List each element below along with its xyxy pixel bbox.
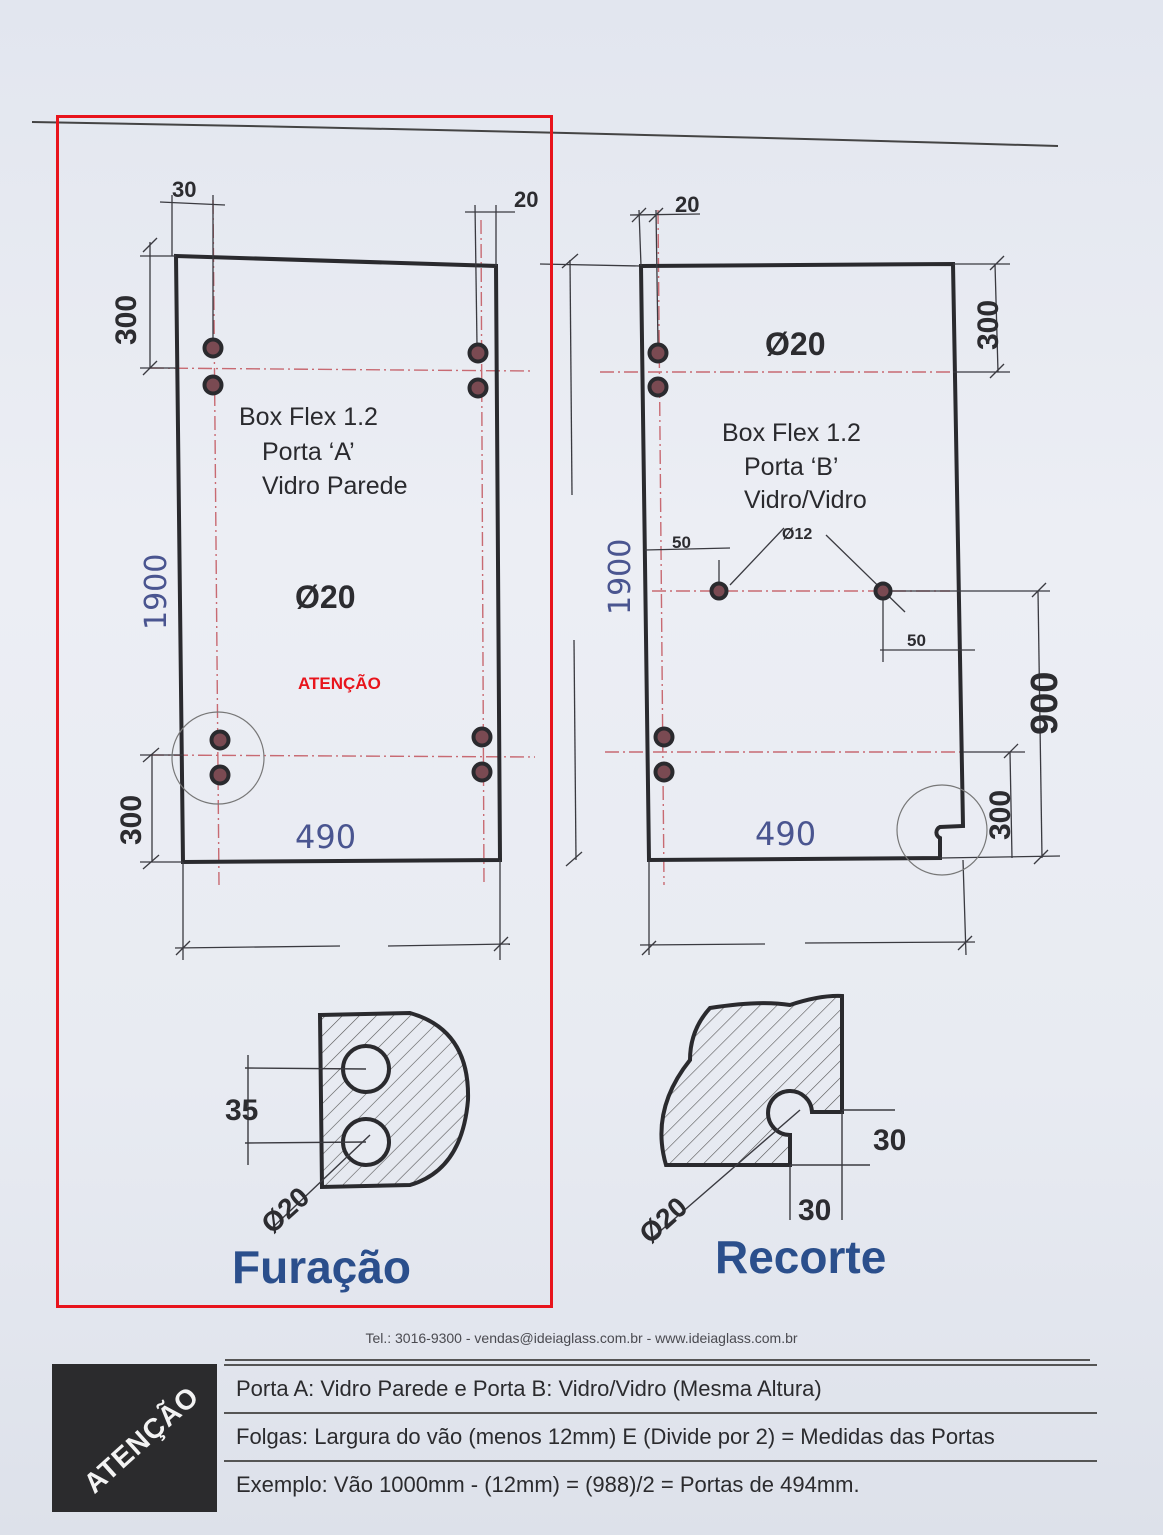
door-a-width-handwritten: 490 [295, 818, 356, 856]
door-b-small-hole-diameter: Ø12 [782, 526, 812, 543]
attention-overlay-label: ATENÇÃO [298, 674, 381, 693]
notice-line: Folgas: Largura do vão (menos 12mm) E (D… [224, 1414, 1097, 1462]
door-a-dim-left-offset: 30 [172, 177, 196, 202]
door-a-title: Box Flex 1.2 [239, 403, 378, 431]
furacao-spacing: 35 [225, 1094, 258, 1127]
door-a-detail-circle [171, 711, 265, 805]
recorte-title: Recorte [715, 1231, 886, 1283]
door-b-height-handwritten: 1900 [603, 539, 638, 615]
door-b-centerlines [600, 209, 960, 886]
door-a-dim-bottom: 300 [115, 795, 148, 845]
door-b-dim-hole-right: 50 [907, 631, 926, 650]
door-b-dim-handle-height: 900 [1024, 672, 1066, 735]
recorte-dim-h: 30 [798, 1194, 831, 1227]
door-a-hole-diameter: Ø20 [295, 579, 355, 615]
door-b-dimension-lines [629, 207, 1061, 956]
door-b-type: Vidro/Vidro [744, 486, 867, 514]
door-b-dim-top: 300 [972, 300, 1005, 350]
door-b-dim-left-offset: 20 [675, 192, 699, 217]
page-top-line [31, 121, 1059, 147]
door-b-detail-circle [896, 784, 988, 876]
door-b-dim-hole-left: 50 [672, 533, 691, 552]
furacao-detail: 35 Ø20 Furação [225, 1010, 471, 1293]
notice-line: Exemplo: Vão 1000mm - (12mm) = (988)/2 =… [236, 1472, 860, 1497]
door-b-outline [638, 261, 966, 863]
door-a-drawing: 30 20 300 300 Box Flex 1.2 Porta ‘A’ Vid… [110, 177, 538, 960]
door-a-subtitle: Porta ‘A’ [262, 438, 355, 466]
door-separator [539, 253, 641, 867]
door-a-height-handwritten: 1900 [139, 554, 174, 630]
door-a-dimension-lines [140, 195, 515, 960]
furacao-title: Furação [232, 1241, 411, 1293]
door-b-holes [647, 342, 893, 783]
recorte-shape [659, 993, 844, 1167]
door-b-dim-bottom: 300 [984, 790, 1017, 840]
door-b-hole-diameter: Ø20 [765, 326, 825, 362]
door-a-holes [202, 337, 493, 786]
highlight-box [56, 115, 553, 1308]
recorte-dim-v: 30 [873, 1124, 906, 1157]
attention-badge-text: ATENÇÃO [77, 1380, 205, 1500]
door-a-dim-right-offset: 20 [514, 187, 538, 212]
notice-line: Porta A: Vidro Parede e Porta B: Vidro/V… [224, 1364, 1097, 1414]
door-b-subtitle: Porta ‘B’ [744, 453, 838, 481]
door-b-title: Box Flex 1.2 [722, 419, 861, 447]
attention-badge: ATENÇÃO [52, 1364, 217, 1512]
recorte-detail: 30 30 Ø20 Recorte [633, 993, 906, 1283]
footer-contact: Tel.: 3016-9300 - vendas@ideiaglass.com.… [365, 1330, 798, 1346]
door-b-width-handwritten: 490 [755, 815, 816, 853]
furacao-dim-lines [244, 1055, 371, 1231]
door-a-dim-top: 300 [110, 295, 143, 345]
door-a-type: Vidro Parede [262, 472, 407, 500]
notice-lines: Porta A: Vidro Parede e Porta B: Vidro/V… [224, 1364, 1097, 1512]
recorte-diameter: Ø20 [633, 1191, 693, 1249]
recorte-dim-lines [649, 1109, 895, 1241]
attention-notice: ATENÇÃO Porta A: Vidro Parede e Porta B:… [52, 1364, 1097, 1514]
door-b-drawing: 20 300 300 900 Ø20 Box Flex 1.2 Porta ‘B… [600, 192, 1066, 956]
